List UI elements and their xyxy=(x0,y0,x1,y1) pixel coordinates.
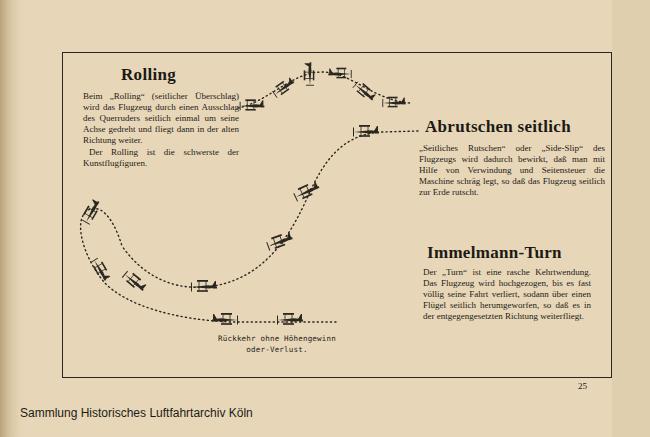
section-body: Beim „Rolling“ (seitlicher Überschlag) w… xyxy=(83,91,239,146)
section-heading: Immelmann-Turn xyxy=(427,243,607,263)
book-spine-shade xyxy=(0,0,26,437)
section-body: Der Rolling ist die schwerste der Kunstf… xyxy=(83,147,239,169)
section-heading: Rolling xyxy=(121,65,241,85)
section-body: Der „Turn“ ist eine rasche Kehrtwendung.… xyxy=(423,267,591,322)
biplane-figures xyxy=(80,62,405,325)
section-body: „Seitliches Rutschen“ oder „Side-Slip“ d… xyxy=(419,143,605,198)
flight-path xyxy=(81,72,418,322)
figure-frame: RollingBeim „Rolling“ (seitlicher Übersc… xyxy=(62,52,612,378)
section-heading: Abrutschen seitlich xyxy=(425,117,605,137)
page-number: 25 xyxy=(578,381,587,391)
figure-caption: Rückkehr ohne Höhengewinn oder-Verlust. xyxy=(209,333,345,355)
archive-watermark: Sammlung Historisches Luftfahrtarchiv Kö… xyxy=(20,406,253,420)
page-edge xyxy=(612,0,650,437)
